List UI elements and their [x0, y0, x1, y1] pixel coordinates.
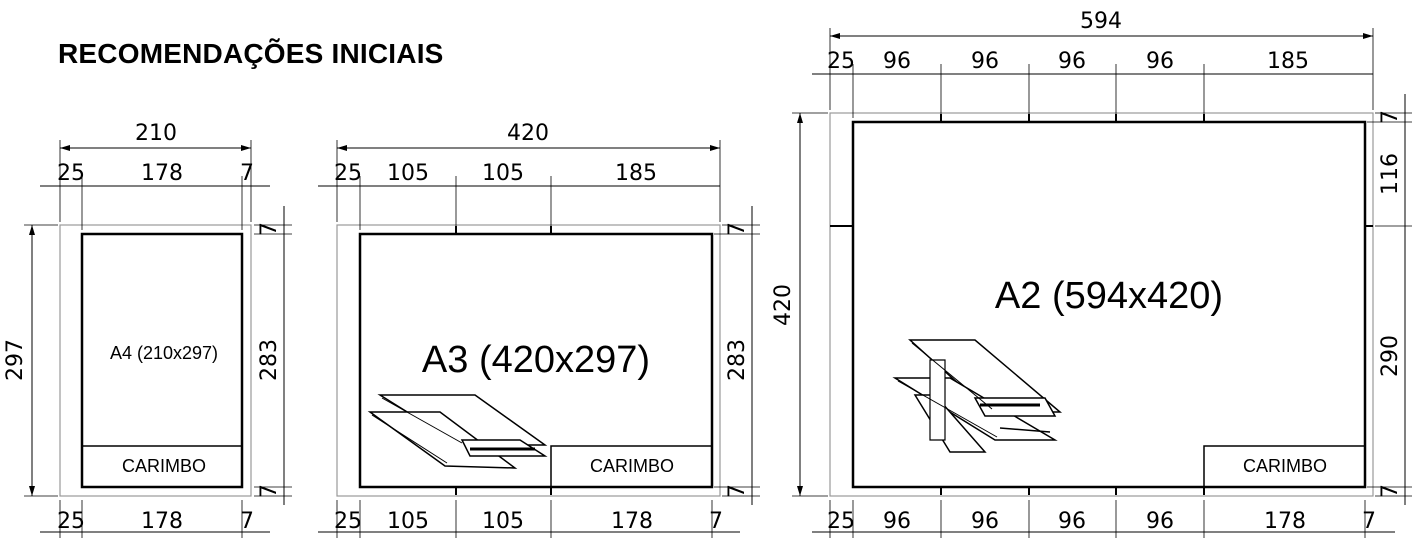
a4-dim-bottom-2: 178 [141, 509, 183, 534]
a2-dim-left: 420 [771, 284, 796, 326]
a2-format-label: A2 (594x420) [995, 275, 1223, 317]
a2-dim-top-total: 594 [1080, 9, 1122, 34]
a3-dim-bottom-3: 105 [482, 509, 524, 534]
a4-dim-top-2: 178 [141, 161, 183, 186]
a4-format-label: A4 (210x297) [110, 343, 218, 363]
a3-stamp-label: CARIMBO [590, 456, 674, 476]
a3-format-label: A3 (420x297) [422, 339, 650, 381]
a2-folding-illustration [892, 339, 1063, 453]
a2-sheet: A2 (594x420) CARIMBO 594 25 96 96 96 96 [771, 9, 1412, 538]
a3-dim-right-1: 7 [725, 222, 750, 236]
a2-dim-top-4: 96 [1058, 49, 1086, 74]
a2-dim-bottom-3: 96 [971, 509, 999, 534]
a3-dim-top-total: 420 [507, 121, 549, 146]
page-title: RECOMENDAÇÕES INICIAIS [58, 38, 444, 69]
a2-dim-right-2: 116 [1378, 153, 1403, 195]
a3-stamp-box [550, 445, 713, 488]
a2-dim-bottom-7: 7 [1362, 509, 1376, 534]
a2-dim-bottom-6: 178 [1264, 509, 1306, 534]
a2-dim-top-1: 25 [827, 49, 855, 74]
a2-dim-bottom-1: 25 [827, 509, 855, 534]
a2-dim-right-4: 7 [1378, 484, 1403, 498]
a4-dim-top-1: 25 [57, 161, 85, 186]
a3-dim-bottom-1: 25 [334, 509, 362, 534]
a2-outer-edge [829, 112, 1374, 497]
a4-sheet: A4 (210x297) CARIMBO 210 25 178 7 25 178… [3, 121, 292, 538]
a4-dim-top-3: 7 [240, 161, 254, 186]
a2-dim-bottom-2: 96 [883, 509, 911, 534]
a2-dim-top-2: 96 [883, 49, 911, 74]
a4-outer-edge [59, 224, 252, 497]
a3-dim-bottom-5: 7 [709, 509, 723, 534]
a3-dim-right-3: 7 [725, 484, 750, 498]
a4-dim-bottom-3: 7 [240, 509, 254, 534]
a4-dim-left: 297 [3, 339, 28, 381]
a3-dim-bottom-2: 105 [387, 509, 429, 534]
a2-dim-top-5: 96 [1146, 49, 1174, 74]
a3-sheet: A3 (420x297) CARIMBO 420 25 105 105 185 [318, 121, 760, 538]
a4-dim-right-3: 7 [257, 484, 282, 498]
a2-dim-top-3: 96 [971, 49, 999, 74]
a3-dim-right-2: 283 [725, 339, 750, 381]
a2-stamp-label: CARIMBO [1243, 456, 1327, 476]
a4-dim-bottom-1: 25 [57, 509, 85, 534]
a2-dim-right-1: 7 [1378, 110, 1403, 124]
a2-dim-right-3: 290 [1378, 335, 1403, 377]
a3-outer-edge [336, 224, 721, 497]
a3-border [358, 232, 714, 489]
a4-dim-right-2: 283 [257, 339, 282, 381]
a4-dim-top-total: 210 [135, 121, 177, 146]
a3-dim-top-4: 185 [615, 161, 657, 186]
a2-dim-top-6: 185 [1267, 49, 1309, 74]
a3-dim-top-3: 105 [482, 161, 524, 186]
a3-folding-illustration [367, 394, 548, 469]
a3-dim-bottom-4: 178 [611, 509, 653, 534]
a4-border [80, 232, 244, 489]
a3-dim-top-2: 105 [387, 161, 429, 186]
a4-dim-right-1: 7 [257, 222, 282, 236]
a3-dim-top-1: 25 [334, 161, 362, 186]
a2-dim-bottom-4: 96 [1058, 509, 1086, 534]
a2-border [851, 120, 1367, 489]
a4-stamp-label: CARIMBO [122, 456, 206, 476]
a2-stamp-box [1203, 445, 1366, 488]
a2-dim-bottom-5: 96 [1146, 509, 1174, 534]
